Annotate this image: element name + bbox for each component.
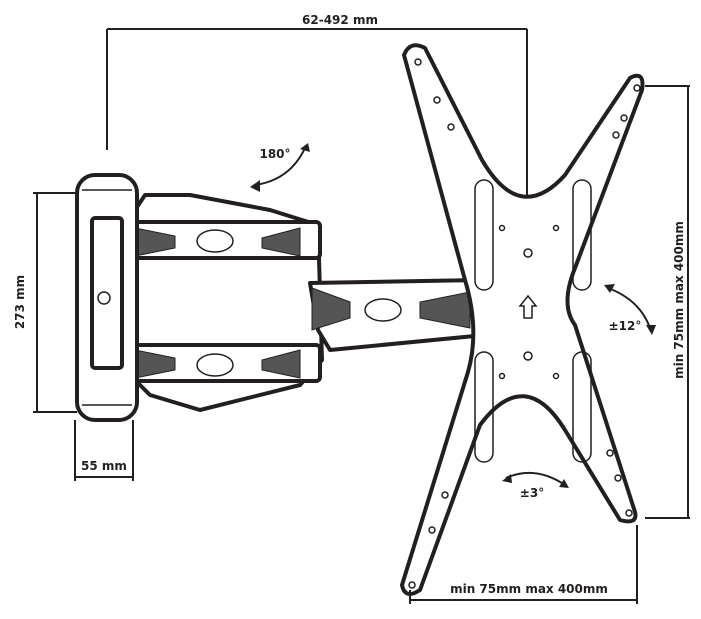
arrow-icon — [646, 325, 656, 335]
wall-plate — [75, 173, 139, 422]
extension-label: 62-492 mm — [302, 13, 378, 27]
level-label: ±3° — [520, 486, 544, 500]
height-label: 273 mm — [13, 275, 27, 329]
depth-label: 55 mm — [81, 459, 127, 473]
swing-arm-primary — [98, 193, 324, 412]
swivel-indicator: 180° — [250, 143, 310, 192]
vesa-horizontal-label: min 75mm max 400mm — [450, 582, 608, 596]
arrow-icon — [559, 479, 569, 488]
tilt-indicator: ±12° — [604, 284, 656, 335]
depth-dimension: 55 mm — [74, 420, 134, 481]
arrow-up-icon — [300, 143, 310, 152]
vesa-horizontal-dimension: min 75mm max 400mm — [409, 525, 638, 604]
arrow-icon — [604, 284, 615, 293]
swivel-label: 180° — [259, 147, 290, 161]
arrow-icon — [502, 474, 512, 483]
arrow-left-icon — [250, 180, 260, 192]
vesa-vertical-dimension: min 75mm max 400mm — [645, 85, 690, 519]
vesa-vertical-label: min 75mm max 400mm — [672, 221, 686, 379]
height-dimension: 273 mm — [13, 192, 77, 413]
level-indicator: ±3° — [502, 471, 569, 500]
swing-arm-secondary — [308, 278, 492, 352]
extension-dimension: 62-492 mm — [106, 13, 528, 200]
vesa-plate — [400, 43, 645, 596]
tilt-label: ±12° — [609, 319, 642, 333]
